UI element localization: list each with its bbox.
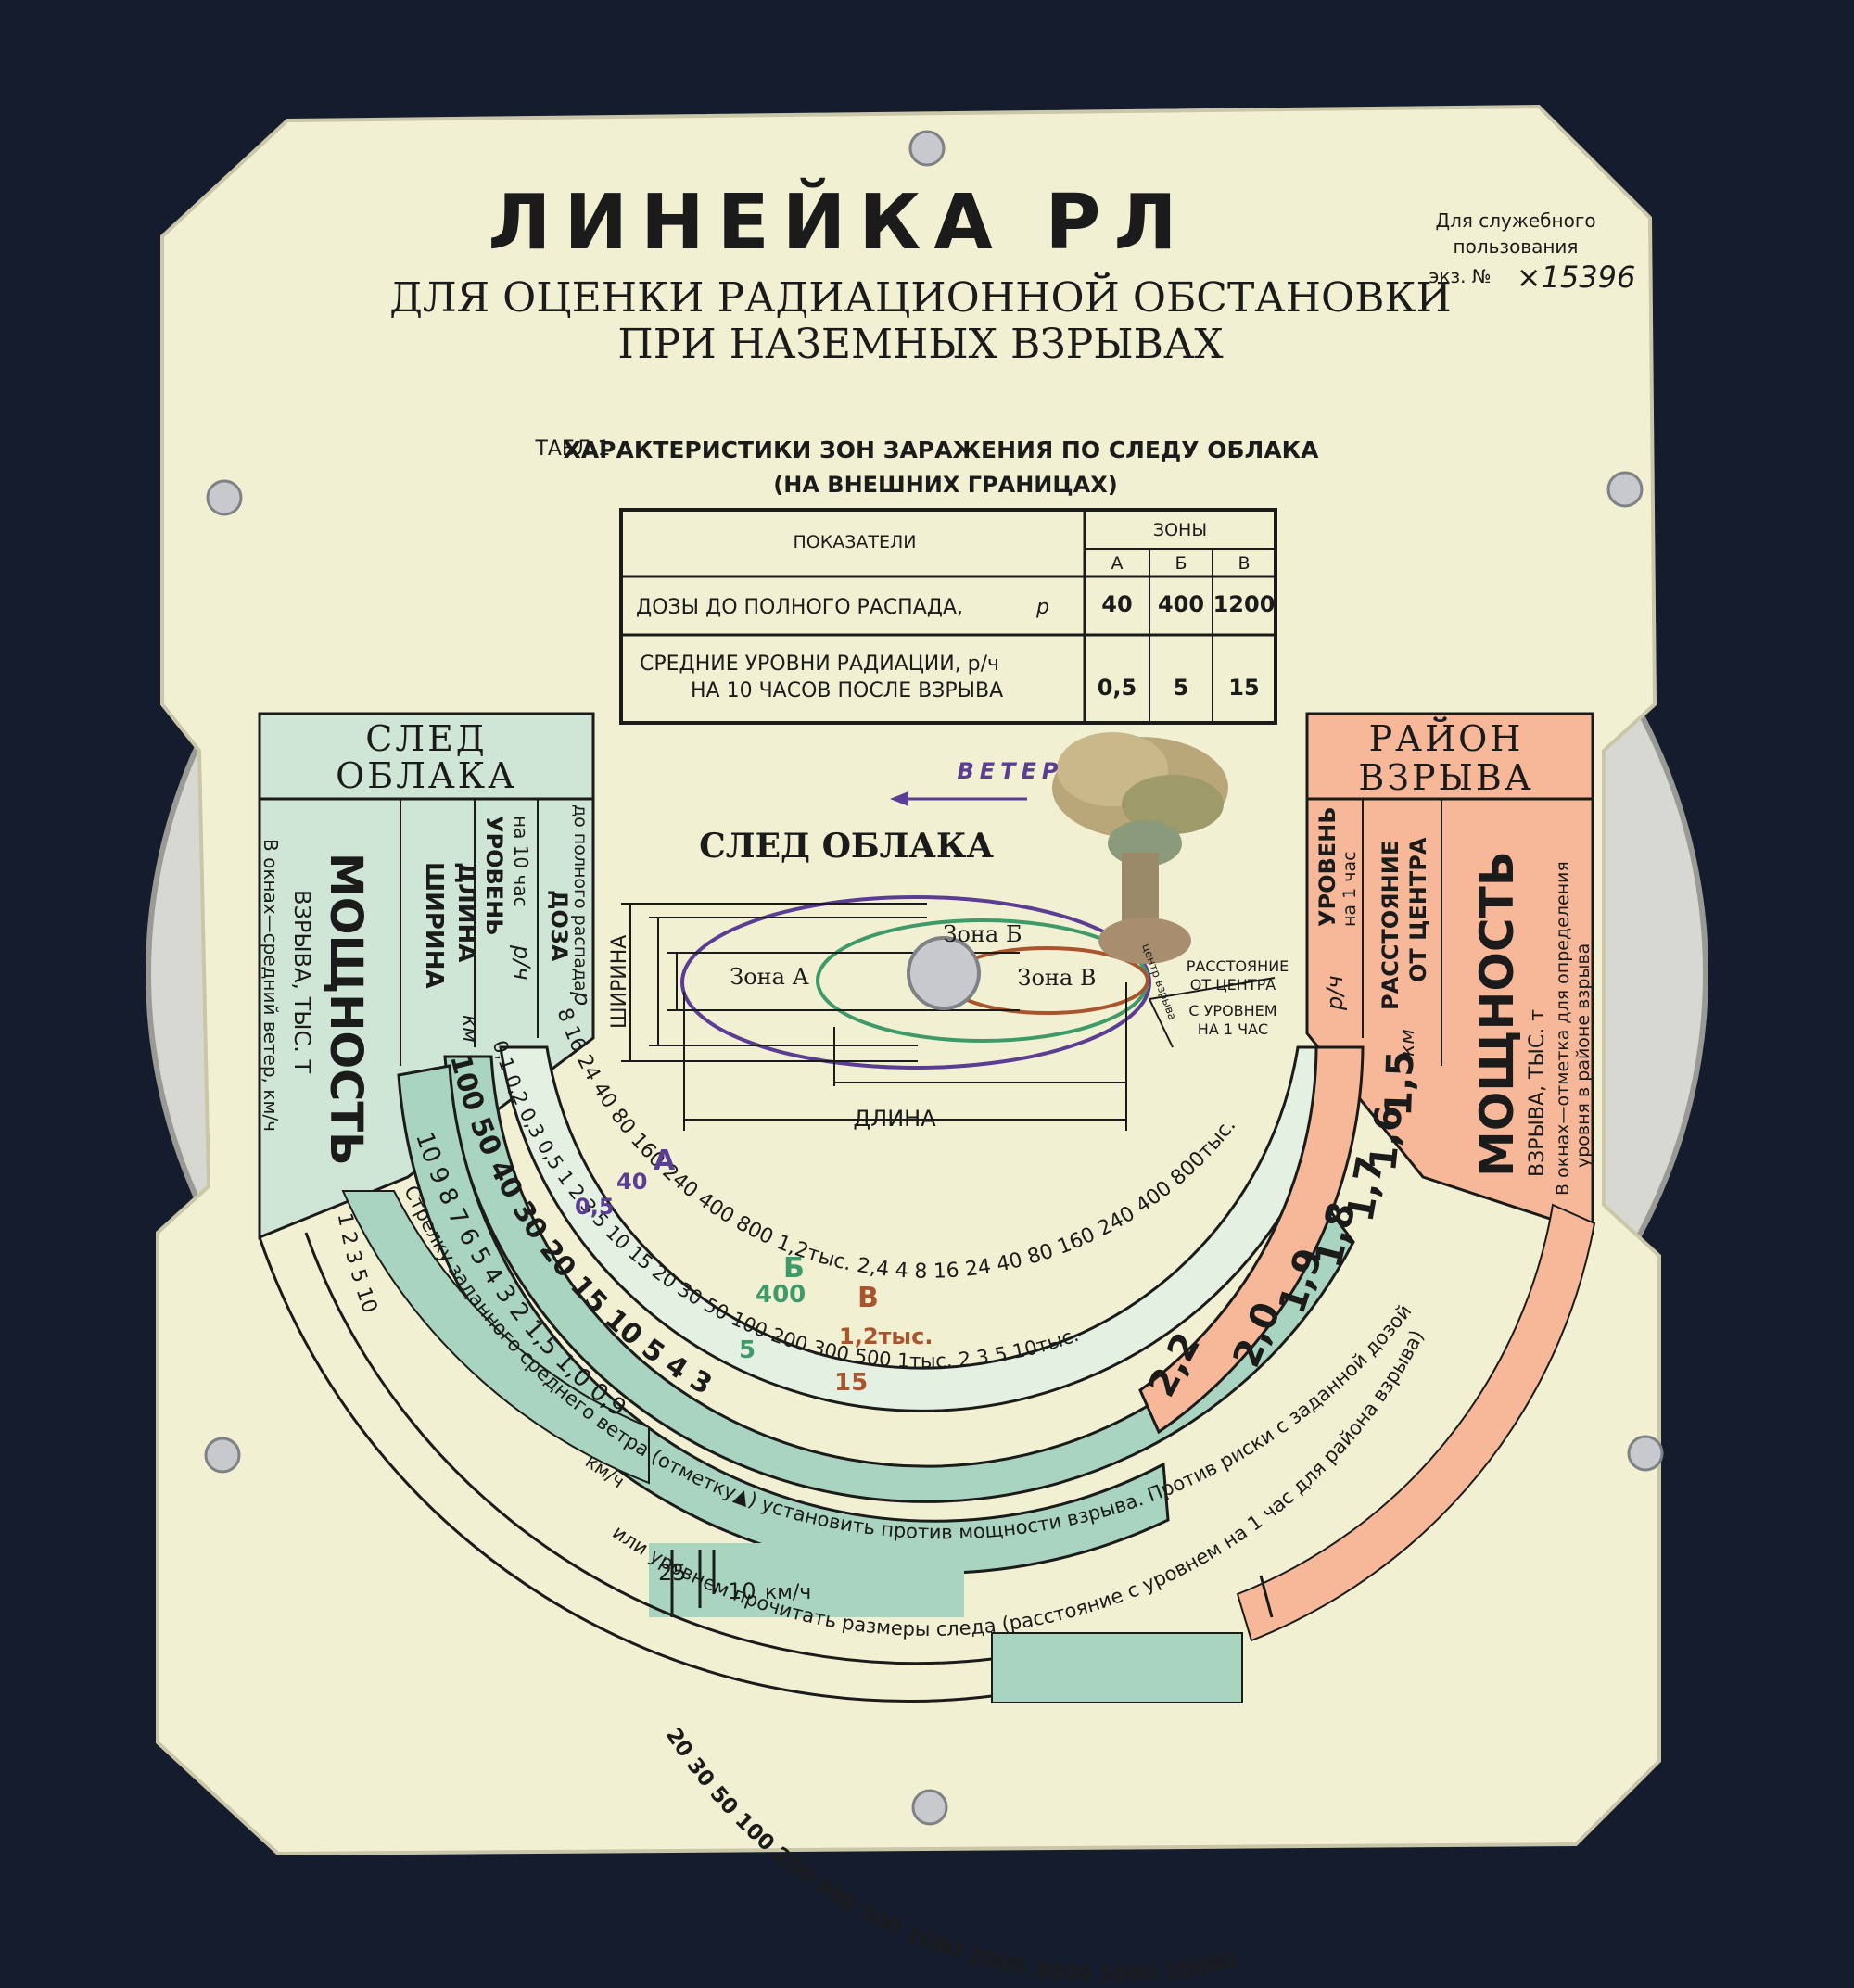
left-col-dose-sub: до полного распада xyxy=(570,804,590,992)
subtitle-line-2: ПРИ НАЗЕМНЫХ ВЗРЫВАХ xyxy=(617,321,1224,368)
right-panel-title-1: РАЙОН xyxy=(1369,717,1524,759)
table-row1-v: 1200 xyxy=(1213,591,1276,617)
length-label: ДЛИНА xyxy=(853,1106,936,1132)
width-label: ШИРИНА xyxy=(608,935,631,1029)
marker-a: А xyxy=(654,1145,676,1177)
right-panel xyxy=(1305,712,1594,1235)
restricted-line-1: Для служебного xyxy=(1435,209,1595,232)
right-col-distance-2: ОТ ЦЕНТРА xyxy=(1405,837,1431,982)
window-ticks xyxy=(670,1550,1274,1618)
right-panel-title-2: ВЗРЫВА xyxy=(1358,757,1533,798)
level-label-2: НА 1 ЧАС xyxy=(1198,1020,1268,1038)
window-unit: км/ч xyxy=(765,1581,811,1604)
table-row1-b: 400 xyxy=(1158,591,1204,617)
window-tick-10: 10 xyxy=(728,1578,756,1604)
rivets xyxy=(204,130,1664,1826)
marker-a-level: 0,5 xyxy=(575,1194,615,1220)
marker-b-value: 400 xyxy=(756,1281,806,1309)
left-col-width: ШИРИНА xyxy=(420,862,448,989)
scale-bands xyxy=(258,1045,1596,1703)
right-col-distance-1: РАССТОЯНИЕ xyxy=(1378,841,1403,1010)
left-col-dose-unit: р xyxy=(569,991,595,1006)
left-power-label: МОЩНОСТЬ xyxy=(320,853,372,1166)
table-col-indicators: ПОКАЗАТЕЛИ xyxy=(793,532,916,552)
left-wind-note: В окнах—средний ветер, км/ч xyxy=(260,839,282,1132)
center-pivot xyxy=(907,936,981,1010)
table-caption-prefix: ТАБЛ 1 xyxy=(534,437,610,461)
left-col-length-unit: км xyxy=(458,1015,481,1043)
table-row2-b: 5 xyxy=(1174,675,1189,701)
distance-1-5: 1,5 xyxy=(1378,1050,1422,1117)
table-row2-label-2: НА 10 ЧАСОВ ПОСЛЕ ВЗРЫВА xyxy=(691,679,1003,703)
table-row2-v: 15 xyxy=(1228,675,1259,701)
left-col-dose: ДОЗА xyxy=(546,890,572,962)
wind-label: ВЕТЕР xyxy=(957,758,1063,784)
left-panel xyxy=(258,712,595,1240)
left-col-level-sub: на 10 час xyxy=(510,816,532,907)
left-col-length: ДЛИНА xyxy=(452,862,480,962)
level-label-1: С УРОВНЕМ xyxy=(1188,1002,1276,1019)
table-col-zones: ЗОНЫ xyxy=(1153,520,1207,540)
table-row1-a: 40 xyxy=(1101,591,1132,617)
table-zone-v: В xyxy=(1238,553,1250,574)
left-col-level: УРОВЕНЬ xyxy=(481,816,507,936)
left-power-unit: ВЗРЫВА, ТЫС. Т xyxy=(289,890,315,1073)
zones-table xyxy=(619,508,1277,725)
left-panel-title-1: СЛЕД xyxy=(365,718,487,759)
right-col-level-sub: на 1 час xyxy=(1340,851,1360,927)
ruler-title: ЛИНЕЙКА РЛ xyxy=(488,178,1189,267)
marker-v-level: 15 xyxy=(834,1369,868,1397)
marker-b: Б xyxy=(783,1252,805,1285)
table-row2-a: 0,5 xyxy=(1098,675,1137,701)
table-row1-label: ДОЗЫ ДО ПОЛНОГО РАСПАДА, xyxy=(636,596,963,619)
copy-number: ×15396 xyxy=(1517,260,1636,295)
zone-a-label: Зона А xyxy=(730,964,809,990)
right-note-1: В окнах—отметка для определения xyxy=(1553,861,1573,1196)
mushroom-cloud-image xyxy=(1052,732,1228,964)
table-caption-line-2: (НА ВНЕШНИХ ГРАНИЦАХ) xyxy=(773,472,1117,498)
zone-b-label: Зона Б xyxy=(944,921,1022,947)
distance-label-1: РАССТОЯНИЕ xyxy=(1187,957,1289,975)
right-col-level: УРОВЕНЬ xyxy=(1314,806,1340,927)
zone-a-ellipse xyxy=(680,895,1151,1070)
table-caption: ХАРАКТЕРИСТИКИ ЗОН ЗАРАЖЕНИЯ ПО СЛЕДУ ОБ… xyxy=(564,437,1320,463)
left-panel-title-2: ОБЛАКА xyxy=(336,755,517,796)
right-col-level-unit: р/ч xyxy=(1322,976,1348,1012)
distance-1-6: 1,6 xyxy=(1362,1104,1411,1173)
right-power-label: МОЩНОСТЬ xyxy=(1470,851,1524,1177)
right-note-2: уровня в районе взрыва xyxy=(1573,943,1594,1168)
restricted-line-2: пользования xyxy=(1454,235,1579,258)
right-col-distance-unit: км xyxy=(1396,1029,1419,1057)
distance-label-2: ОТ ЦЕНТРА xyxy=(1190,976,1276,994)
marker-v-value: 1,2тыс. xyxy=(839,1323,933,1349)
zone-v-label: Зона В xyxy=(1018,965,1097,991)
marker-b-level: 5 xyxy=(739,1336,756,1364)
marker-v: В xyxy=(857,1282,879,1314)
marker-a-value: 40 xyxy=(616,1169,647,1195)
distance-values: 2,2 2,0 1,9 1,8 1,7 1,6 1,5 xyxy=(1140,1050,1422,1404)
cloud-trace-diagram xyxy=(621,732,1276,1131)
left-col-level-unit: р/ч xyxy=(509,944,535,981)
table-row1-unit: р xyxy=(1035,596,1049,619)
table-zone-b: Б xyxy=(1175,553,1187,574)
table-zone-a: А xyxy=(1111,553,1124,574)
copy-prefix: экз. № xyxy=(1429,265,1491,287)
table-row2-label-1: СРЕДНИЕ УРОВНИ РАДИАЦИИ, р/ч xyxy=(640,652,999,676)
right-power-unit: ВЗРЫВА, ТЫС. т xyxy=(1526,1009,1549,1177)
diagram-title: СЛЕД ОБЛАКА xyxy=(699,827,994,866)
subtitle-line-1: ДЛЯ ОЦЕНКИ РАДИАЦИОННОЙ ОБСТАНОВКИ xyxy=(389,272,1452,322)
